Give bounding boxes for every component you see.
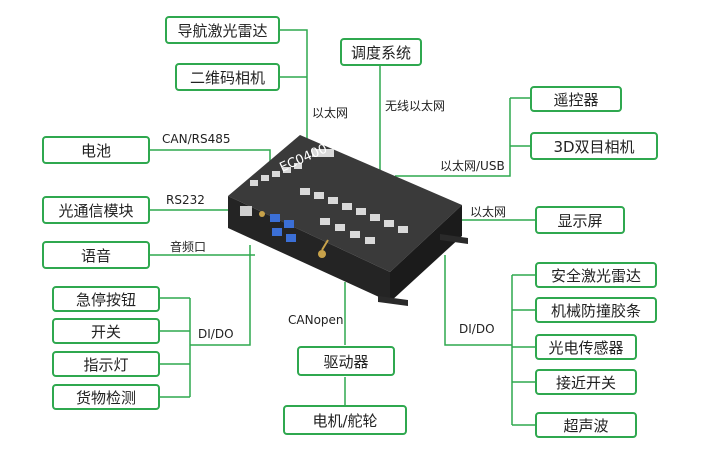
- line-dido-left: [160, 245, 251, 398]
- node-camera-2d: 二维码相机: [175, 63, 280, 91]
- node-switch: 开关: [52, 318, 160, 344]
- node-indicator: 指示灯: [52, 351, 160, 377]
- node-bumper: 机械防撞胶条: [535, 297, 657, 323]
- node-motor: 电机/舵轮: [283, 405, 407, 435]
- label-ethernet-top: 以太网: [312, 106, 349, 120]
- label-dido-right: DI/DO: [459, 322, 495, 336]
- line-dido-right: [444, 255, 535, 426]
- label-eth-usb: 以太网/USB: [440, 159, 505, 173]
- node-cam-3d: 3D双目相机: [530, 132, 658, 160]
- label-rs232: RS232: [166, 193, 205, 207]
- node-dispatch: 调度系统: [340, 38, 422, 66]
- label-audio: 音频口: [170, 240, 207, 254]
- node-estop: 急停按钮: [52, 286, 160, 312]
- label-can-rs485: CAN/RS485: [162, 132, 231, 146]
- label-ethernet-right: 以太网: [470, 205, 507, 219]
- line-remote-3d: [395, 97, 530, 177]
- node-driver: 驱动器: [297, 346, 395, 376]
- node-photo-sensor: 光电传感器: [535, 334, 637, 360]
- node-proximity: 接近开关: [535, 369, 637, 395]
- node-nav-lidar: 导航激光雷达: [165, 16, 280, 44]
- node-safety-lidar: 安全激光雷达: [535, 262, 657, 288]
- node-display: 显示屏: [535, 206, 625, 234]
- node-optical-comm: 光通信模块: [42, 196, 150, 224]
- label-canopen: CANopen: [288, 313, 344, 327]
- node-voice: 语音: [42, 241, 150, 269]
- node-ultrasonic: 超声波: [535, 412, 637, 438]
- node-cargo-detect: 货物检测: [52, 384, 160, 410]
- line-nav-lidar: [280, 29, 308, 145]
- line-battery: [150, 149, 271, 165]
- node-remote: 遥控器: [530, 86, 622, 112]
- controller-device: EC0400: [228, 135, 468, 306]
- label-wireless: 无线以太网: [385, 99, 446, 113]
- label-dido-left: DI/DO: [198, 327, 234, 341]
- node-battery: 电池: [42, 136, 150, 164]
